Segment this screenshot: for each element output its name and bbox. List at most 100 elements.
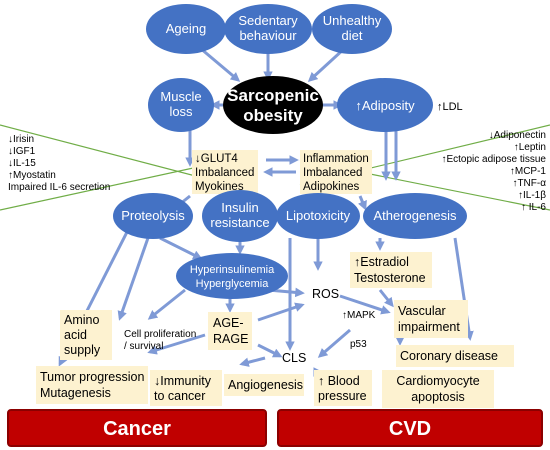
ros-label: ROS bbox=[312, 287, 339, 301]
arrow-cls-to-angiogenesis bbox=[239, 356, 266, 367]
arrow-ageing-to-obesity bbox=[199, 46, 241, 82]
lipotoxicity-node bbox=[276, 193, 360, 239]
mapk-label: ↑MAPK bbox=[342, 310, 376, 321]
insulin-resistance-label-line1: Insulin bbox=[221, 200, 259, 215]
atherogenesis-node bbox=[363, 193, 467, 239]
left-marker-il6: Impaired IL-6 secretion bbox=[8, 182, 110, 193]
right-marker-il6: ↑ IL-6 bbox=[521, 202, 546, 213]
vascular-box bbox=[394, 300, 468, 338]
vascular-line2: impairment bbox=[398, 320, 460, 334]
sarcopenic-obesity-label-line1: Sarcopenic bbox=[227, 86, 319, 105]
sarcopenic-obesity-node bbox=[223, 76, 323, 134]
blood-pressure-line1: ↑ Blood bbox=[318, 374, 360, 388]
muscle-loss-node bbox=[148, 78, 214, 132]
arrow-hyper-to-prolif bbox=[147, 288, 186, 320]
diet-label-line1: Unhealthy bbox=[323, 13, 382, 28]
cardiomyocyte-line1: Cardiomyocyte bbox=[396, 374, 479, 388]
ageing-node bbox=[146, 4, 226, 54]
immunity-line1: ↓Immunity bbox=[154, 374, 212, 388]
age-rage-line1: AGE- bbox=[213, 316, 244, 330]
sedentary-label-line1: Sedentary bbox=[238, 13, 298, 28]
cancer-label: Cancer bbox=[103, 418, 171, 440]
left-marker-igf1: ↓IGF1 bbox=[8, 146, 36, 157]
tumor-line1: Tumor progression bbox=[40, 370, 144, 384]
myokines-line3: Myokines bbox=[195, 181, 244, 193]
amino-acid-box bbox=[60, 310, 112, 360]
adiposity-label: ↑Adiposity bbox=[355, 98, 415, 113]
arrow-proteolysis-to-hyper bbox=[159, 236, 203, 260]
immunity-box bbox=[150, 370, 222, 406]
blood-pressure-box bbox=[314, 370, 372, 406]
amino-line3: supply bbox=[64, 343, 101, 357]
arrow-proteolysis-to-amino bbox=[117, 237, 150, 321]
cvd-bar bbox=[277, 409, 543, 447]
proteolysis-label: Proteolysis bbox=[121, 208, 185, 223]
p53-label: p53 bbox=[350, 339, 367, 350]
vascular-line1: Vascular bbox=[398, 304, 446, 318]
atherogenesis-label: Atherogenesis bbox=[373, 208, 457, 223]
sedentary-label-line2: behaviour bbox=[239, 28, 297, 43]
tumor-box bbox=[36, 366, 148, 404]
lipotoxicity-label: Lipotoxicity bbox=[286, 208, 351, 223]
left-marker-il15: ↓IL-15 bbox=[8, 158, 36, 169]
left-marker-list: ↓Irisin ↓IGF1 ↓IL-15 ↑Myostatin Impaired… bbox=[8, 134, 110, 193]
blood-pressure-line2: pressure bbox=[318, 389, 367, 403]
amino-line1: Amino bbox=[64, 313, 99, 327]
right-marker-il1b: ↑IL-1β bbox=[518, 190, 546, 201]
myokines-line1: ↓GLUT4 bbox=[195, 153, 238, 165]
arrow-age-to-cls bbox=[257, 343, 283, 358]
amino-line2: acid bbox=[64, 328, 87, 342]
hyperinsulinemia-node bbox=[176, 253, 288, 299]
right-marker-mcp1: ↑MCP-1 bbox=[510, 166, 547, 177]
arrow-adipokines-to-atherogenesis bbox=[357, 195, 367, 211]
estradiol-line2: Testosterone bbox=[354, 271, 426, 285]
proteolysis-node bbox=[113, 193, 193, 239]
insulin-resistance-label-line2: resistance bbox=[210, 215, 269, 230]
coronary-box bbox=[396, 345, 514, 367]
left-divider-line bbox=[0, 124, 231, 186]
adipokines-box bbox=[300, 150, 372, 194]
sarcopenic-obesity-label-line2: obesity bbox=[243, 106, 303, 125]
diet-node bbox=[312, 4, 392, 54]
coronary-label: Coronary disease bbox=[400, 349, 498, 363]
angiogenesis-label: Angiogenesis bbox=[228, 378, 303, 392]
cardiomyocyte-line2: apoptosis bbox=[411, 390, 465, 404]
adipokines-line3: Adipokines bbox=[303, 181, 360, 193]
muscle-loss-label-line1: Muscle bbox=[160, 89, 201, 104]
muscle-loss-label-line2: loss bbox=[169, 104, 193, 119]
right-marker-leptin: ↑Leptin bbox=[514, 142, 546, 153]
adiposity-node bbox=[337, 78, 433, 132]
insulin-resistance-node bbox=[202, 190, 278, 242]
hyperinsulinemia-label-line1: Hyperinsulinemia bbox=[190, 264, 275, 276]
age-rage-box bbox=[208, 312, 252, 350]
right-marker-adiponectin: ↓Adiponectin bbox=[489, 130, 546, 141]
hyperinsulinemia-label-line2: Hyperglycemia bbox=[196, 278, 270, 290]
cls-label: CLS bbox=[282, 351, 306, 365]
estradiol-line1: ↑Estradiol bbox=[354, 255, 409, 269]
age-rage-line2: RAGE bbox=[213, 332, 248, 346]
arrow-diet-to-obesity bbox=[307, 46, 347, 82]
cancer-bar bbox=[7, 409, 267, 447]
cell-prolif-line1: Cell proliferation bbox=[124, 329, 196, 340]
cell-prolif-line2: / survival bbox=[124, 341, 163, 352]
left-marker-myostatin: ↑Myostatin bbox=[8, 170, 56, 181]
left-divider-line-lower bbox=[0, 159, 231, 211]
arrow-estradiol-to-vascular bbox=[378, 289, 394, 308]
left-marker-irisin: ↓Irisin bbox=[8, 134, 34, 145]
arrow-age-to-ros bbox=[257, 302, 305, 322]
angiogenesis-box bbox=[224, 374, 304, 396]
right-marker-ectopic: ↑Ectopic adipose tissue bbox=[441, 154, 546, 165]
myokines-line2: Imbalanced bbox=[195, 167, 254, 179]
cardiomyocyte-box bbox=[382, 370, 494, 408]
right-marker-tnf: ↑TNF-α bbox=[512, 178, 546, 189]
tumor-line2: Mutagenesis bbox=[40, 386, 111, 400]
arrow-vascular-to-cls bbox=[317, 328, 351, 358]
ldl-label: ↑LDL bbox=[437, 101, 463, 113]
right-marker-list: ↓Adiponectin ↑Leptin ↑Ectopic adipose ti… bbox=[441, 130, 546, 213]
adipokines-line2: Imbalanced bbox=[303, 167, 362, 179]
diet-label-line2: diet bbox=[342, 28, 363, 43]
sedentary-node bbox=[224, 4, 312, 54]
estradiol-box bbox=[350, 252, 432, 288]
arrow-ros-to-vascular bbox=[339, 294, 391, 315]
